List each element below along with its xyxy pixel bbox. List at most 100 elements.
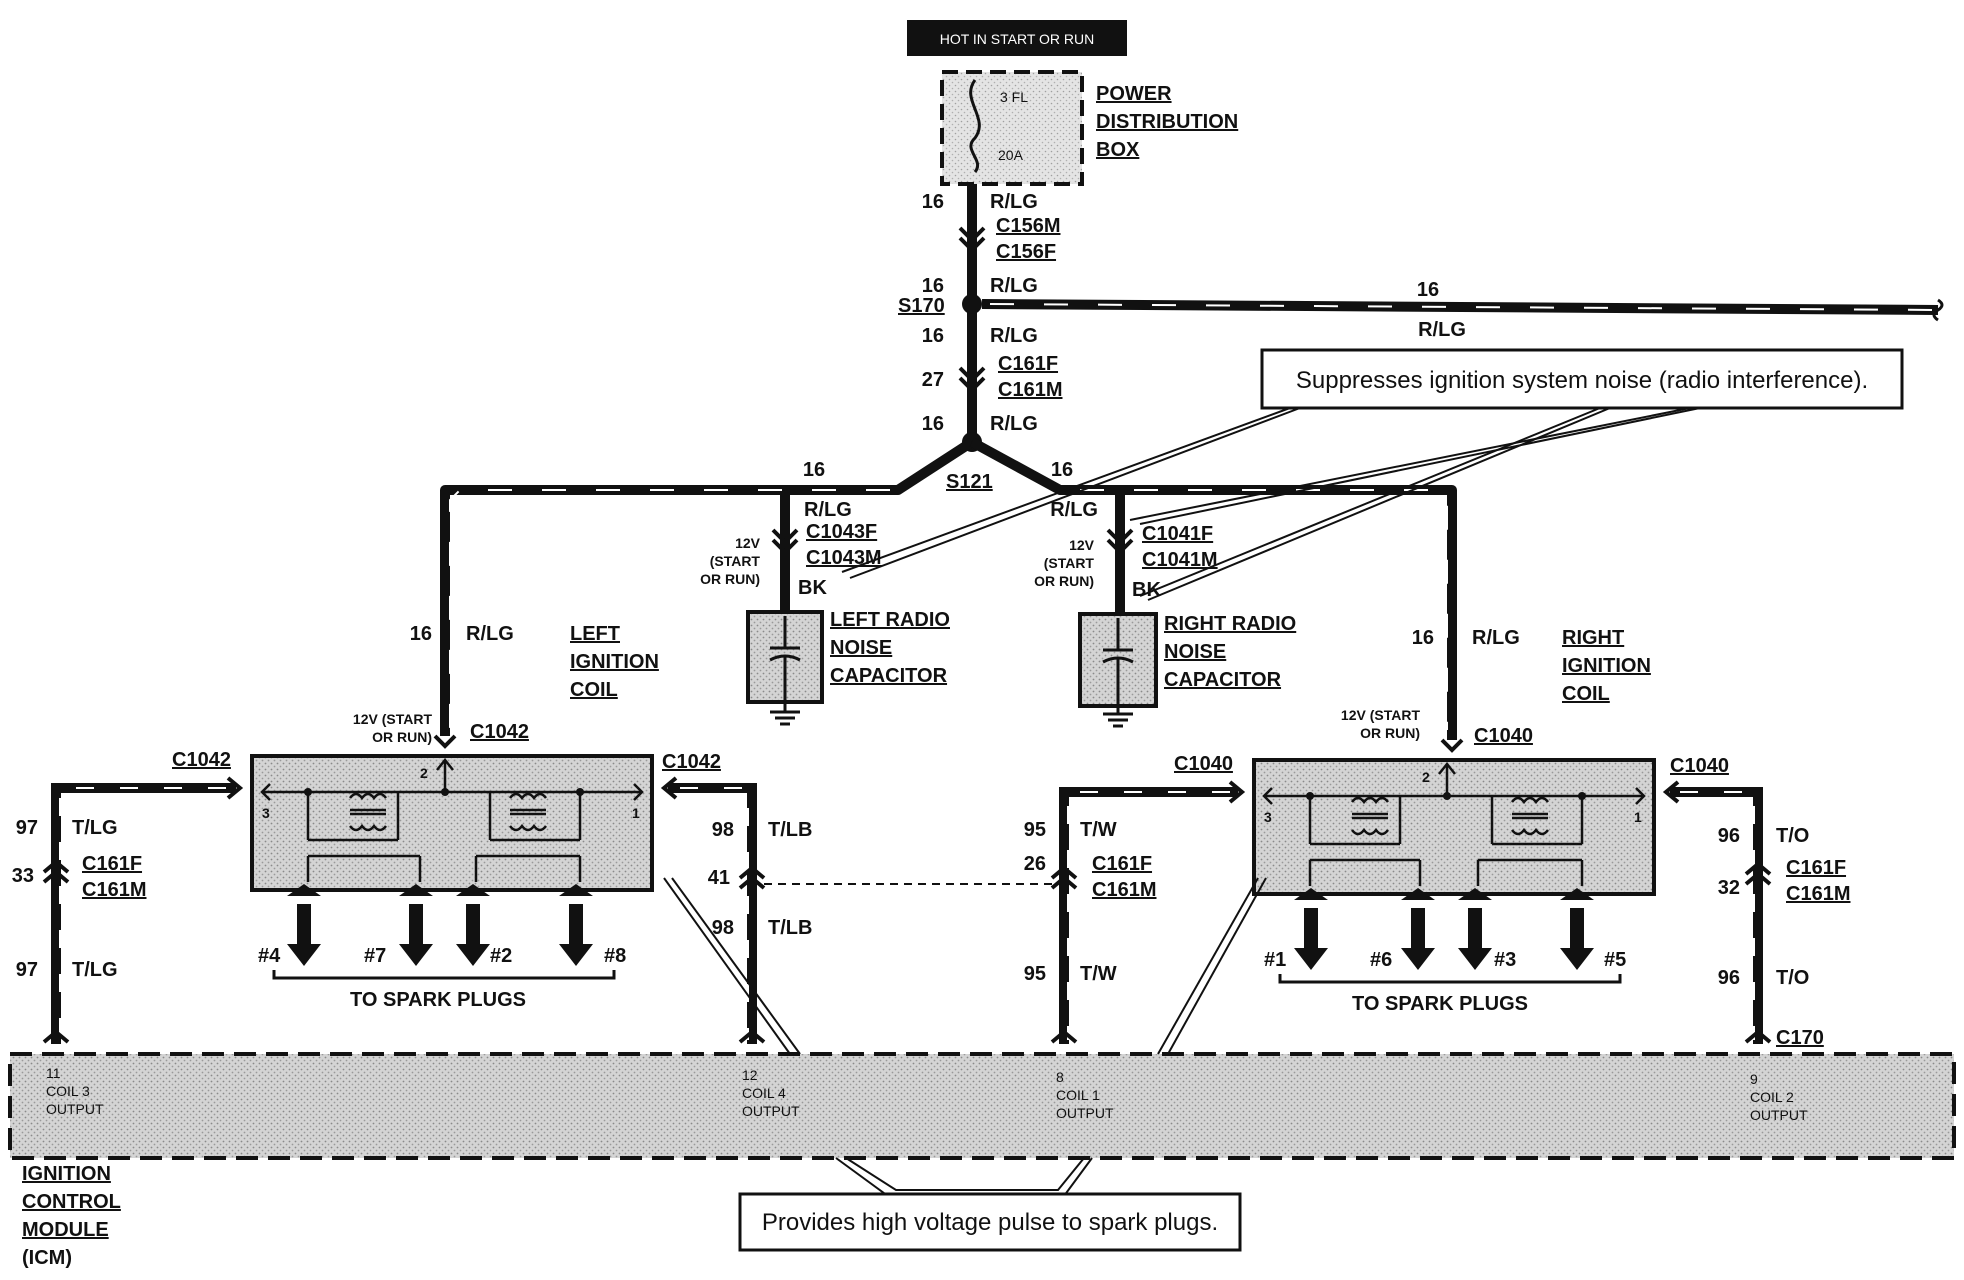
wire-b-bot-color: T/LB	[768, 917, 812, 939]
c161m-label: C161M	[998, 379, 1062, 401]
left-ignition-coil	[250, 754, 654, 892]
left-branch-gauge: 16	[803, 459, 825, 481]
hot-in-start-or-run-label: HOT IN START OR RUN	[907, 20, 1127, 56]
left-cap-name-1: LEFT RADIO	[830, 609, 950, 631]
power-distribution-box: 3 FL 20A	[940, 70, 1084, 186]
icm-name-2: CONTROL	[22, 1191, 121, 1213]
right-coil-pin-1: 1	[1634, 809, 1642, 825]
left-coil-voltage-1: 12V (START	[353, 711, 433, 727]
left-cap-name-2: NOISE	[830, 637, 892, 659]
left-coil-feed-color: R/LG	[466, 623, 514, 645]
fuse-symbol	[969, 79, 981, 173]
pdb-name-line-3: BOX	[1096, 139, 1140, 161]
right-cap-name-2: NOISE	[1164, 641, 1226, 663]
wire-a-top-gauge: 97	[16, 817, 38, 839]
icm-pin-12: 12	[742, 1067, 758, 1083]
left-cap-voltage-3: OR RUN)	[700, 571, 760, 587]
right-coil-voltage-2: OR RUN)	[1360, 725, 1420, 741]
right-coil-feed-gauge: 16	[1412, 627, 1434, 649]
c1043m-label: C1043M	[806, 547, 882, 569]
icm-pin-11: 11	[46, 1065, 61, 1081]
right-spark-plug-arrows	[1294, 888, 1594, 970]
coil-winding-icon	[1511, 796, 1549, 805]
c1042-left-label: C1042	[172, 749, 231, 771]
c156-connector-icon	[958, 226, 986, 243]
c1042-top-label: C1042	[470, 721, 529, 743]
left-coil-pin-2: 2	[420, 765, 428, 781]
right-coil-name-2: IGNITION	[1562, 655, 1651, 677]
c1042-right-label: C1042	[662, 751, 721, 773]
s170-label: S170	[898, 295, 945, 317]
c1040-top-label: C1040	[1474, 725, 1533, 747]
right-cap-voltage: 12V	[1069, 537, 1095, 553]
s170-splice-icon	[962, 294, 982, 314]
wire-c-pin: 26	[1024, 853, 1046, 875]
wire-c-c161f: C161F	[1092, 853, 1152, 875]
plug-label-8: #8	[604, 945, 626, 967]
right-radio-noise-capacitor	[1078, 612, 1158, 728]
ignition-control-module	[8, 1052, 1956, 1160]
right-coil-name-1: RIGHT	[1562, 627, 1624, 649]
icm-pin-9: 9	[1750, 1071, 1758, 1087]
left-cap-voltage-2: (START	[710, 553, 761, 569]
w2-color: R/LG	[990, 275, 1038, 297]
left-coil-feed-gauge: 16	[410, 623, 432, 645]
svg-text:Provides high voltage pulse to: Provides high voltage pulse to spark plu…	[762, 1209, 1218, 1236]
wire-a-top-color: T/LG	[72, 817, 118, 839]
svg-text:HOT IN START OR RUN: HOT IN START OR RUN	[940, 31, 1095, 47]
c1042-top-connector-icon	[433, 734, 457, 749]
left-cap-name-3: CAPACITOR	[830, 665, 948, 687]
plug-label-2: #2	[490, 945, 512, 967]
c1043f-label: C1043F	[806, 521, 877, 543]
w1-color: R/LG	[990, 191, 1038, 213]
wire-c-bot-color: T/W	[1080, 963, 1117, 985]
w3-color: R/LG	[990, 325, 1038, 347]
right-cap-voltage-2: (START	[1044, 555, 1095, 571]
icm-callout: Provides high voltage pulse to spark plu…	[738, 1192, 1242, 1252]
icm-pin-9-l1: COIL 2	[1750, 1089, 1794, 1105]
icm-name-3: MODULE	[22, 1219, 109, 1241]
wire-c-top-color: T/W	[1080, 819, 1117, 841]
wire-b-pin: 41	[708, 867, 730, 889]
pdb-name-line-2: DISTRIBUTION	[1096, 111, 1238, 133]
left-coil-name-3: COIL	[570, 679, 618, 701]
coil-winding-icon	[349, 792, 387, 801]
icm-pin-8-l1: COIL 1	[1056, 1087, 1100, 1103]
icm-callout-leaders	[663, 877, 1267, 1197]
left-radio-noise-capacitor	[746, 610, 824, 726]
c156m-label: C156M	[996, 215, 1060, 237]
svg-text:Suppresses ignition system noi: Suppresses ignition system noise (radio …	[1296, 367, 1868, 394]
left-to-spark-plugs: TO SPARK PLUGS	[350, 989, 526, 1011]
icm-name-1: IGNITION	[22, 1163, 111, 1185]
icm-pin-11-l1: COIL 3	[46, 1083, 90, 1099]
right-coil-feed-color: R/LG	[1472, 627, 1520, 649]
plug-label-6: #6	[1370, 949, 1392, 971]
plug-label-4: #4	[258, 945, 281, 967]
arrow-down-icon	[1294, 908, 1328, 970]
branch-gauge: 16	[1417, 279, 1439, 301]
wire-d-pin: 32	[1718, 877, 1740, 899]
right-to-spark-plugs: TO SPARK PLUGS	[1352, 993, 1528, 1015]
icm-pin-11-l2: OUTPUT	[46, 1101, 104, 1117]
coil-winding-icon	[1351, 796, 1389, 805]
w1-gauge: 16	[922, 191, 944, 213]
arrow-down-icon	[1458, 908, 1492, 970]
s170-branch-wire	[981, 299, 1939, 315]
c1041f-label: C1041F	[1142, 523, 1213, 545]
right-cap-ground-color: BK	[1132, 579, 1161, 601]
left-coil-name-1: LEFT	[570, 623, 620, 645]
right-branch-gauge: 16	[1051, 459, 1073, 481]
wire-b-top-color: T/LB	[768, 819, 812, 841]
c156f-label: C156F	[996, 241, 1056, 263]
arrow-down-icon	[1401, 908, 1435, 970]
c161-pin: 27	[922, 369, 944, 391]
right-coil-name-3: COIL	[1562, 683, 1610, 705]
left-coil-voltage-2: OR RUN)	[372, 729, 432, 745]
left-feed-wire	[440, 437, 975, 736]
wire-c-top-gauge: 95	[1024, 819, 1046, 841]
left-coil-pin-1: 1	[632, 805, 640, 821]
w4-color: R/LG	[990, 413, 1038, 435]
arrow-down-icon	[287, 904, 321, 966]
arrow-down-icon	[559, 904, 593, 966]
icm-pin-12-l2: OUTPUT	[742, 1103, 800, 1119]
